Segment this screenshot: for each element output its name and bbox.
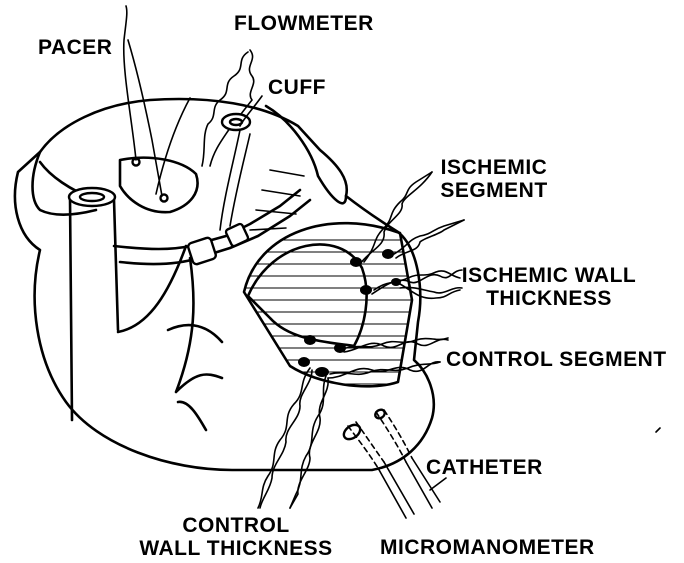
micromanometer-label: MICROMANOMETER: [380, 536, 595, 559]
catheter-label: CATHETER: [426, 456, 543, 479]
ischemic-wall-label-line2: THICKNESS: [456, 287, 642, 310]
heart-outline: [15, 99, 434, 470]
vessel-branch: [118, 246, 186, 332]
control-wall-label-line1: CONTROL: [118, 514, 354, 537]
leader-lines: [430, 478, 446, 490]
aorta: [70, 198, 118, 420]
aorta-lumen: [80, 193, 104, 201]
coronary-branch-down: [168, 258, 222, 430]
control-wall-label-line2: WALL THICKNESS: [118, 537, 354, 560]
ischemic-segment-label: ISCHEMIC SEGMENT: [428, 156, 560, 202]
ischemic-wall-thickness-label: ISCHEMIC WALL THICKNESS: [456, 264, 642, 310]
cuff-label: CUFF: [268, 76, 326, 99]
ischemic-wall-label-line1: ISCHEMIC WALL: [456, 264, 642, 287]
control-wall-leads: [258, 368, 328, 508]
pacer-label: PACER: [38, 36, 112, 59]
ischemic-window: [240, 223, 430, 386]
scan-speck: [656, 428, 660, 432]
ultrasonic-crystals: [298, 249, 401, 377]
flowmeter-label: FLOWMETER: [234, 12, 374, 35]
epicardial-flap: [266, 106, 346, 203]
flowmeter-wire: [202, 52, 248, 166]
ischemic-wall-leads: [372, 270, 462, 298]
control-wall-thickness-label: CONTROL WALL THICKNESS: [118, 514, 354, 560]
ischemic-segment-label-line2: SEGMENT: [428, 179, 560, 202]
flap-suture-lines: [250, 170, 304, 230]
control-segment-label: CONTROL SEGMENT: [446, 348, 667, 371]
ischemic-segment-label-line1: ISCHEMIC: [428, 156, 560, 179]
